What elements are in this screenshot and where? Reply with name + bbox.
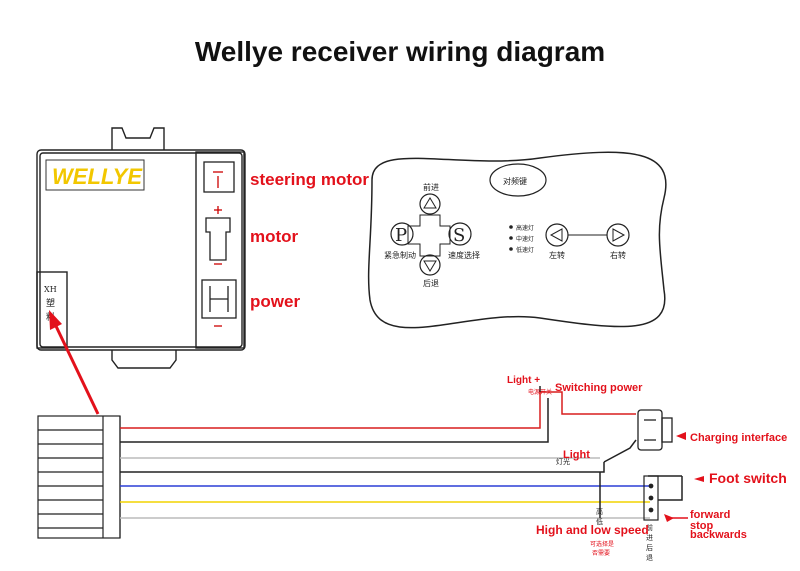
park-label: 紧急制动 bbox=[384, 250, 416, 260]
speed-note-optional-2: 否需要 bbox=[592, 550, 610, 557]
left-label: 左转 bbox=[549, 250, 565, 260]
right-label: 右转 bbox=[610, 250, 626, 260]
park-key bbox=[390, 222, 414, 246]
harness-connector bbox=[37, 415, 121, 539]
direction-note-2: 进 bbox=[646, 534, 653, 542]
wires bbox=[120, 386, 683, 519]
steering-motor-label: steering motor bbox=[250, 170, 369, 189]
power-label: power bbox=[250, 292, 300, 311]
light-plus-label: Light + bbox=[507, 375, 540, 386]
speed-note-high: 高 bbox=[596, 507, 603, 516]
direction-note-4: 退 bbox=[646, 553, 653, 562]
power-switch-note: 电源开关 bbox=[528, 388, 552, 396]
direction-note-1: 前 bbox=[646, 523, 653, 532]
motor-port bbox=[205, 206, 231, 265]
indicator-mid: 中速灯 bbox=[516, 235, 534, 243]
stop-label: stop bbox=[690, 520, 714, 532]
remote-control: 对频键 P S 前进 后退 紧急制动 速度选择 高速灯 中速灯 低速灯 左转 右… bbox=[367, 151, 667, 329]
pair-button-label: 对频键 bbox=[503, 176, 527, 186]
wellye-logo: WELLYE bbox=[52, 164, 143, 189]
foot-switch-label: Foot switch bbox=[709, 470, 787, 486]
back-label: 后退 bbox=[423, 278, 439, 288]
page-title: Wellye receiver wiring diagram bbox=[194, 36, 606, 67]
charging-interface-plug bbox=[637, 409, 673, 451]
right-arrow-icon bbox=[606, 223, 630, 247]
left-arrow-icon bbox=[545, 223, 569, 247]
indicator-high: 高速灯 bbox=[516, 224, 534, 232]
steering-motor-port bbox=[203, 161, 235, 193]
connector-mark-2: 塑 bbox=[46, 298, 55, 309]
forward-arrow-icon bbox=[419, 193, 441, 215]
high-low-speed-label: High and low speed bbox=[536, 523, 649, 537]
connector-mark-1: XH bbox=[44, 285, 57, 294]
direction-switch bbox=[643, 475, 659, 521]
forward-label: forward bbox=[690, 509, 730, 521]
switching-power-label: Switching power bbox=[555, 382, 643, 394]
forward-label: 前进 bbox=[423, 182, 439, 192]
speed-note-optional-1: 可选择是 bbox=[590, 540, 614, 548]
back-arrow-icon bbox=[419, 254, 441, 276]
indicator-low: 低速灯 bbox=[516, 246, 534, 254]
direction-note-3: 后 bbox=[646, 543, 653, 552]
speed-label: 速度选择 bbox=[448, 250, 480, 260]
speed-key bbox=[448, 222, 472, 246]
light-label: Light bbox=[563, 449, 590, 461]
power-port bbox=[201, 279, 237, 327]
charging-interface-label: Charging interface bbox=[690, 432, 787, 444]
backwards-label: backwards bbox=[690, 529, 747, 541]
light-note: 灯光 bbox=[556, 457, 570, 466]
pair-button bbox=[489, 163, 547, 197]
speed-key-label: S bbox=[453, 225, 465, 246]
park-key-label: P bbox=[395, 225, 407, 246]
motor-label: motor bbox=[250, 227, 299, 246]
logo-frame bbox=[45, 159, 145, 191]
speed-note-low: 低 bbox=[596, 517, 603, 526]
receiver-unit bbox=[36, 127, 246, 369]
pointer-arrow bbox=[53, 323, 100, 415]
